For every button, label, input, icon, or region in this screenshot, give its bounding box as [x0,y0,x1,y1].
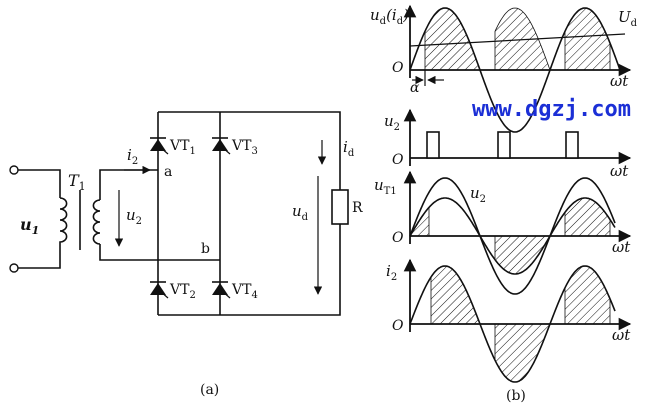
pulse-1 [426,131,440,159]
panel-i2: i2 O ωt [386,258,632,383]
primary-coil [59,197,68,244]
label-r: R [352,200,363,216]
xlabel-2: ωt [610,162,629,180]
i2-hatch-1 [430,265,481,325]
label-u2-pulse: u2 [384,112,400,133]
ud-sine [409,7,621,133]
terminal-bottom [9,263,19,273]
label-node-a: a [164,164,172,180]
origin-2: O [392,152,404,168]
caption-b: (b) [506,388,526,404]
thyristor-vt3 [212,137,231,155]
panel-ud: ud(id) Ud α O ωt [370,4,638,133]
label-ud-avg: Ud [618,8,638,29]
pulse-2 [497,131,511,159]
label-t1: T1 [68,171,86,193]
label-vt2: VT2 [169,282,196,301]
i2-sine [409,265,616,383]
thyristor-vt2 [150,281,169,299]
origin-3: O [392,230,404,246]
label-vt3: VT3 [231,138,258,157]
label-i2-wave: i2 [386,262,397,283]
label-i2: i2 [127,146,138,167]
label-u1: u1 [20,215,39,237]
secondary-coil [92,199,101,245]
xlabel-4: ωt [612,326,631,344]
thyristor-vt1 [150,137,169,155]
panel-pulses: u2 O ωt [384,108,632,180]
label-u2-curve: u2 [470,184,486,205]
load-resistor [331,189,349,225]
panel-ut1: uT1 u2 O ωt [374,170,632,295]
ut1-large-sine [409,177,616,295]
ud-hatch-2 [494,7,551,71]
circuit-diagram: u1 T1 i2 u2 a b VT1 VT3 VT2 VT4 id ud R … [9,111,363,398]
waveform-diagram: ud(id) Ud α O ωt u2 O ωt uT1 u [370,4,638,404]
label-ud-id: ud(id) [370,6,409,27]
label-u2: u2 [126,206,142,227]
origin-4: O [392,318,404,334]
pulse-3 [565,131,579,159]
label-ut1: uT1 [374,176,397,197]
label-vt4: VT4 [231,282,258,301]
label-vt1: VT1 [169,138,196,157]
label-id: id [343,138,355,159]
label-node-b: b [201,241,210,257]
ut1-small-sine [409,197,616,275]
label-ud: ud [292,202,309,223]
caption-a: (a) [200,382,219,398]
xlabel-1: ωt [610,72,629,90]
thyristor-vt4 [212,281,231,299]
watermark: www.dgzj.com [472,97,631,122]
terminal-top [9,165,19,175]
xlabel-3: ωt [612,238,631,256]
label-alpha: α [410,80,420,96]
ud-average-line [409,33,626,47]
origin-1: O [392,60,404,76]
